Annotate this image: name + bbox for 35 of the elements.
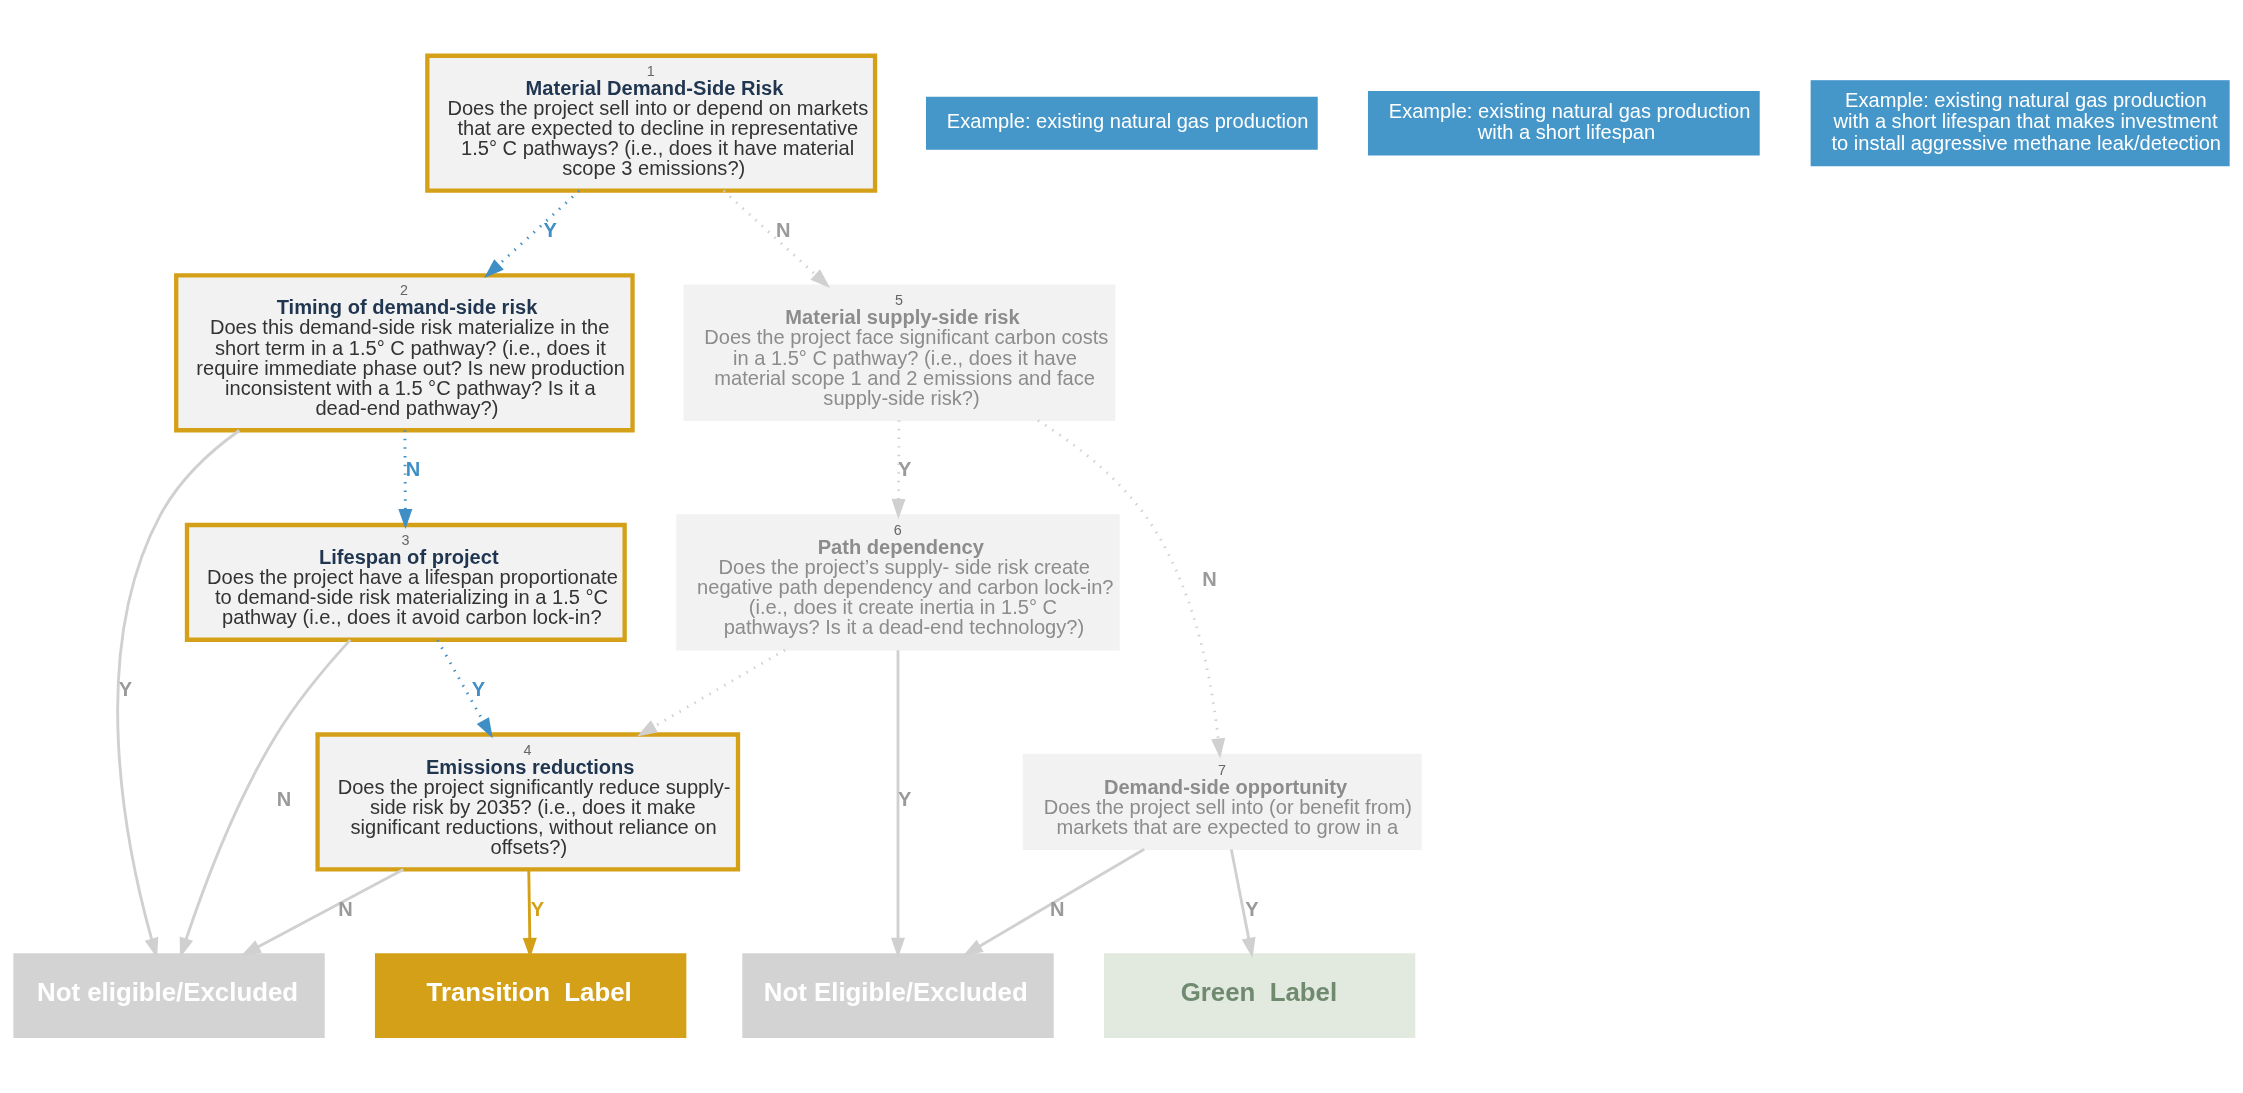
edge-label: Y: [530, 897, 545, 920]
edge-label: Y: [543, 218, 557, 241]
edge-label: Y: [1245, 897, 1259, 920]
node-box: 6 Path dependency Does the project’s supply- side risk create negative path dependency and carbon lock-in? (i.e., does it create inertia in 1.5° C pathways? Is it a dead-end technology?): [676, 514, 1120, 651]
arrow: [436, 639, 493, 739]
edge-label: N: [776, 218, 791, 241]
node-box: Example: existing natural gas production: [926, 96, 1318, 150]
edge-label: N: [1202, 568, 1217, 591]
edge-label: N: [405, 458, 421, 481]
node-box: 5 Material supply-side risk Does the project face significant carbon costs in a 1.5° C pathway? (i.e., does it have material scope 1 and 2 emissions and face supply-side risk?): [683, 284, 1116, 421]
node-box: Example: existing natural gas production with a short lifespan that makes investment to install aggressive methane leak/detection: [1810, 80, 2230, 167]
node-box: 3 Lifespan of project Does the project have a lifespan proportionate to demand-side risk materializing in a 1.5 °C pathway (i.e., does it avoid carbon lock-in?: [184, 522, 627, 642]
edge-label: Y: [118, 678, 133, 701]
node-box: Transition Label: [374, 953, 687, 1038]
edge-label: Y: [471, 678, 486, 701]
arrow: [891, 420, 906, 519]
node-box: 1 Material Demand-Side Risk Does the project sell into or depend on markets that are expected to decline in representative 1.5° C pathways? (i.e., does it have material scope 3 emissions?): [425, 53, 878, 193]
node-box: Green Label: [1103, 953, 1416, 1038]
arrow: [1229, 849, 1256, 958]
edge-label: Y: [898, 787, 912, 810]
node-box: 4 Emissions reductions Does the project significantly reduce supply-side risk by 2035? (i.e., does it make significant reductions, without reliance on offsets?): [315, 732, 741, 872]
node-box: 2 Timing of demand-side risk Does this demand-side risk materialize in the short term in a 1.5° C pathway? (i.e., does it require immediate phase out? Is new production inconsistent with a 1.5 °C pathway? Is it a dead-end pathway?): [174, 273, 635, 433]
node-box: 7 Demand-side opportunity Does the project sell into (or benefit from) markets that are expected to grow in a: [1022, 753, 1422, 850]
node-box: Example: existing natural gas production with a short lifespan: [1367, 90, 1760, 156]
arrow: [962, 848, 1145, 957]
edge-label: N: [338, 897, 353, 920]
arrow: [484, 189, 581, 279]
edge-label: N: [276, 787, 292, 810]
arrow: [722, 189, 831, 288]
edge-label: N: [1050, 897, 1065, 920]
edge-label: Y: [898, 458, 912, 481]
arrow: [240, 868, 404, 956]
arrow: [1037, 419, 1226, 759]
arrow: [637, 648, 786, 737]
arrow: [398, 430, 413, 530]
